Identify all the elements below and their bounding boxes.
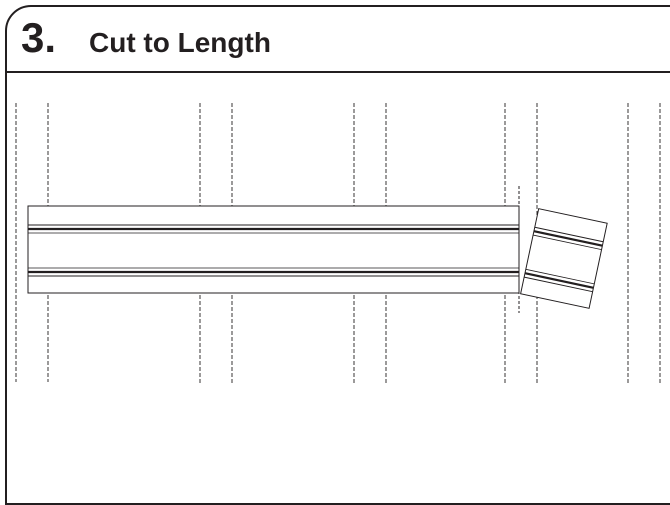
offcut-groove: [534, 226, 604, 243]
offcut-groove: [533, 230, 603, 247]
step-header: 3. Cut to Length: [7, 7, 670, 73]
trim-offcut: [520, 208, 608, 309]
offcut-groove: [524, 276, 593, 293]
offcut-groove: [533, 234, 602, 251]
step-number: 3.: [21, 14, 57, 61]
offcut-groove: [525, 268, 595, 285]
offcut-groove: [524, 272, 594, 289]
cut-to-length-diagram: [15, 103, 661, 385]
step-title: Cut to Length: [89, 27, 271, 58]
trim-piece-main: [27, 205, 520, 294]
offcut-body: [520, 208, 608, 309]
trim-body: [27, 205, 520, 294]
